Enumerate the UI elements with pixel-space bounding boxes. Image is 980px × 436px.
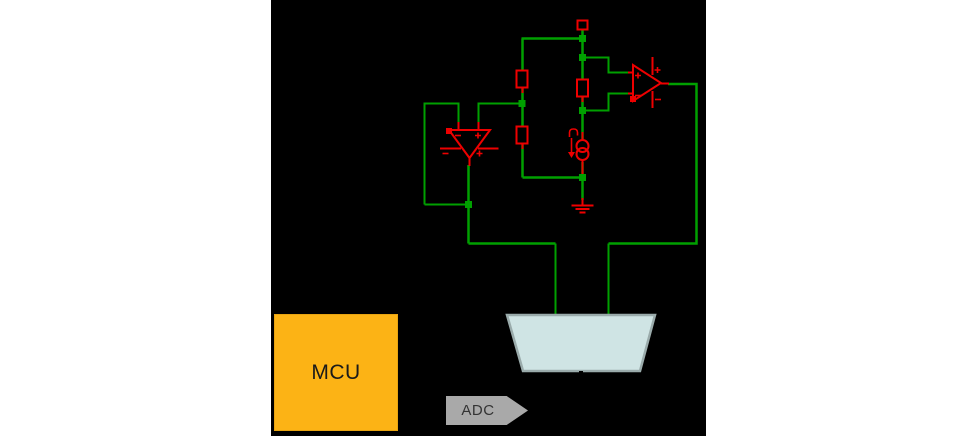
junction-dots	[465, 35, 586, 208]
schematic-canvas: MCU ADC	[271, 0, 706, 436]
analog-mux-icon	[505, 313, 657, 376]
mux-output-stub	[579, 371, 583, 376]
modulation-squiggle	[568, 128, 579, 137]
wire-bus-right	[608, 82, 698, 245]
mcu-block: MCU	[274, 314, 398, 431]
mcu-label: MCU	[311, 360, 361, 384]
ground-icon	[571, 198, 594, 214]
wire-buffer-feedback	[423, 102, 460, 205]
wire-amp-plus-tap	[582, 56, 629, 74]
minus-input-dot	[630, 96, 636, 102]
current-arrowhead	[568, 152, 575, 158]
schematic-drawing	[423, 19, 698, 376]
supply-port-icon	[576, 19, 589, 31]
wire-buffer-plus-tap	[477, 102, 522, 123]
opamp-amplifier-icon	[628, 57, 669, 108]
minus-input-dot	[446, 128, 452, 134]
wire-amp-minus-tap	[582, 92, 629, 112]
sense-resistor-icon	[576, 78, 589, 102]
opamp-buffer-icon	[440, 122, 499, 166]
resistor-divider-top-icon	[515, 69, 529, 93]
resistor-divider-bottom-icon	[515, 125, 529, 149]
current-source-icon	[568, 128, 591, 175]
adc-label: ADC	[461, 402, 495, 419]
wires	[423, 29, 698, 315]
